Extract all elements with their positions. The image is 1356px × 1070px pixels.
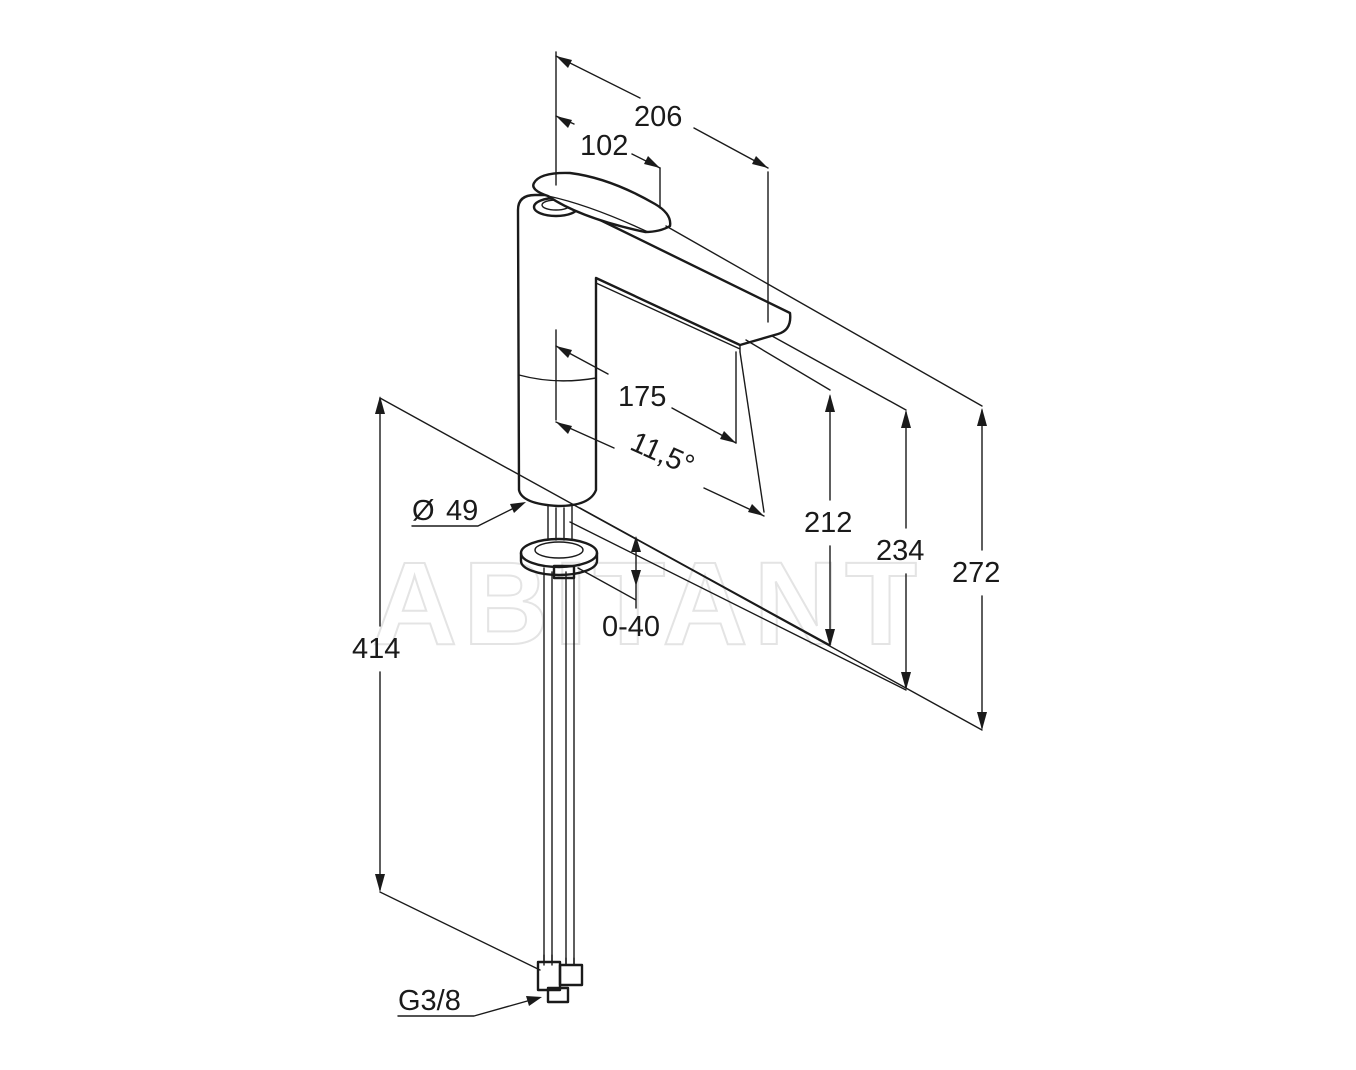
dim-diameter-label: 49 xyxy=(446,495,478,527)
dim-adjust-label: 0-40 xyxy=(602,611,660,643)
dimension-labels: 206 102 175 11,5° 212 234 272 Ø 49 0-40 … xyxy=(352,101,1000,1017)
thread-label: G3/8 xyxy=(398,985,461,1017)
watermark: ABITANT xyxy=(372,538,923,670)
hose-fittings xyxy=(536,954,584,1004)
dimension-lines xyxy=(375,51,987,1017)
faucet-body xyxy=(516,171,792,1004)
supply-hoses xyxy=(543,504,575,966)
dim-234-label: 234 xyxy=(876,535,924,567)
mounting-nut xyxy=(519,537,599,580)
dim-212-label: 212 xyxy=(804,507,852,539)
dim-414-label: 414 xyxy=(352,633,400,665)
dim-206-label: 206 xyxy=(634,101,682,133)
dim-angle-label: 11,5° xyxy=(626,426,699,482)
dim-102-label: 102 xyxy=(580,130,628,162)
diameter-symbol: Ø xyxy=(412,495,435,527)
dim-272-label: 272 xyxy=(952,557,1000,589)
dim-175-label: 175 xyxy=(618,381,666,413)
